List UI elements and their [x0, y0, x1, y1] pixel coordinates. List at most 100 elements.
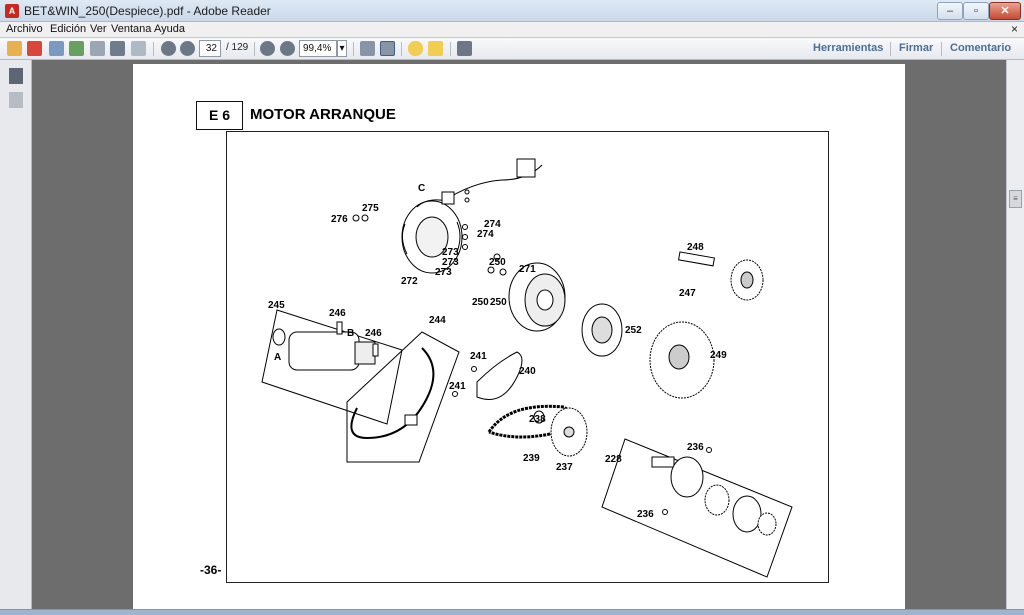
cloud-icon[interactable] [69, 41, 84, 56]
callout-label: 252 [625, 325, 642, 336]
comment-link[interactable]: Comentario [950, 42, 1012, 54]
starter-cable [350, 347, 435, 440]
title-bar: A BET&WIN_250(Despiece).pdf - Adobe Read… [0, 0, 1024, 22]
toolbar-separator [254, 42, 255, 56]
callout-label: 245 [268, 300, 285, 311]
callout-label: 240 [519, 366, 536, 377]
callout-label: 236 [687, 442, 704, 453]
toolbar: 32 / 129 99,4% ▾ Herramientas Firmar Com… [0, 38, 1024, 60]
pin-part [677, 251, 716, 267]
document-area: E 6 MOTOR ARRANQUE [32, 60, 1006, 615]
section-code: E 6 [196, 101, 243, 130]
callout-label: 273 [435, 267, 452, 278]
page-number-input[interactable]: 32 [199, 40, 221, 57]
drive-chain-part [487, 404, 572, 439]
section-title: MOTOR ARRANQUE [250, 106, 396, 123]
connector-part [516, 158, 536, 178]
callout-label: 241 [470, 351, 487, 362]
menu-edicion[interactable]: Edición [50, 23, 87, 35]
callout-label: 238 [529, 414, 546, 425]
next-page-icon[interactable] [180, 41, 195, 56]
callout-label: 236 [637, 509, 654, 520]
fullscreen-icon[interactable] [457, 41, 472, 56]
toolbar-separator [401, 42, 402, 56]
pdf-page: E 6 MOTOR ARRANQUE [133, 64, 905, 615]
menu-ayuda[interactable]: Ayuda [154, 23, 185, 35]
taskbar [0, 609, 1024, 615]
callout-label: C [418, 183, 425, 194]
callout-label: 246 [365, 328, 382, 339]
o-ring-part [272, 328, 286, 346]
close-button[interactable]: ✕ [989, 2, 1021, 20]
window-title: BET&WIN_250(Despiece).pdf - Adobe Reader [24, 4, 271, 18]
scrollbar-thumb[interactable]: ≡ [1009, 190, 1022, 208]
combine-icon[interactable] [27, 41, 42, 56]
print-icon[interactable] [110, 41, 125, 56]
callout-label: 247 [679, 288, 696, 299]
callout-label: B [347, 328, 354, 339]
fit-page-icon[interactable] [380, 41, 395, 56]
attachments-icon[interactable] [9, 92, 23, 108]
callout-label: 250 [489, 257, 506, 268]
save-icon[interactable] [90, 41, 105, 56]
callout-label: 246 [329, 308, 346, 319]
callout-label: 275 [362, 203, 379, 214]
vertical-scrollbar[interactable]: ≡ [1006, 60, 1024, 615]
zoom-field[interactable]: 99,4% [299, 40, 337, 57]
callout-label: 274 [484, 219, 501, 230]
callout-label: 272 [401, 276, 418, 287]
page-thumbnails-icon[interactable] [9, 68, 23, 84]
callout-label: 241 [449, 381, 466, 392]
minimize-button[interactable]: – [937, 2, 963, 20]
callout-label: 249 [710, 350, 727, 361]
toolbar-separator [890, 42, 891, 56]
email-icon[interactable] [131, 41, 146, 56]
callout-label: 271 [519, 264, 536, 275]
fit-width-icon[interactable] [360, 41, 375, 56]
callout-label: 237 [556, 462, 573, 473]
starter-clutch-box [601, 438, 793, 578]
menu-ventana[interactable]: Ventana [111, 23, 152, 35]
callout-label: 248 [687, 242, 704, 253]
callout-label: 228 [605, 454, 622, 465]
callout-label: 244 [429, 315, 446, 326]
tools-link[interactable]: Herramientas [813, 42, 884, 54]
comment-icon[interactable] [408, 41, 423, 56]
starter-box [261, 309, 403, 425]
zoom-in-icon[interactable] [280, 41, 295, 56]
callout-label: 276 [331, 214, 348, 225]
diagram-drawing: 275 276 C 274 274 273 273 273 272 250 25… [261, 158, 793, 578]
callout-label: 274 [477, 229, 494, 240]
menu-bar: Archivo Edición Ver Ventana Ayuda × [0, 22, 1024, 38]
navigation-panel [0, 60, 32, 615]
create-pdf-icon[interactable] [7, 41, 22, 56]
callout-label: 250 [472, 297, 489, 308]
highlight-icon[interactable] [428, 41, 443, 56]
callout-label: 250 [490, 297, 507, 308]
zoom-dropdown-icon[interactable]: ▾ [337, 40, 347, 57]
sign-link[interactable]: Firmar [899, 42, 934, 54]
toolbar-separator [450, 42, 451, 56]
callout-label: A [274, 352, 281, 363]
toolbar-separator [153, 42, 154, 56]
cable-box [346, 331, 460, 463]
toolbar-separator [941, 42, 942, 56]
callout-label: 239 [523, 453, 540, 464]
previous-page-icon[interactable] [161, 41, 176, 56]
zoom-out-icon[interactable] [260, 41, 275, 56]
chain-cover-part [476, 351, 523, 400]
edit-icon[interactable] [49, 41, 64, 56]
page-number: -36- [200, 563, 222, 577]
callout-label: 273 [442, 247, 459, 258]
toolbar-separator [353, 42, 354, 56]
exploded-parts-diagram: 275 276 C 274 274 273 273 273 272 250 25… [226, 131, 829, 583]
clutch-housing-part [670, 456, 704, 498]
maximize-button[interactable]: ▫ [963, 2, 989, 20]
menu-ver[interactable]: Ver [90, 23, 107, 35]
document-close-icon[interactable]: × [1010, 22, 1018, 36]
callout-label: 273 [442, 257, 459, 268]
page-total-label: / 129 [226, 42, 249, 53]
menu-archivo[interactable]: Archivo [6, 23, 43, 35]
acrobat-icon: A [5, 4, 19, 18]
